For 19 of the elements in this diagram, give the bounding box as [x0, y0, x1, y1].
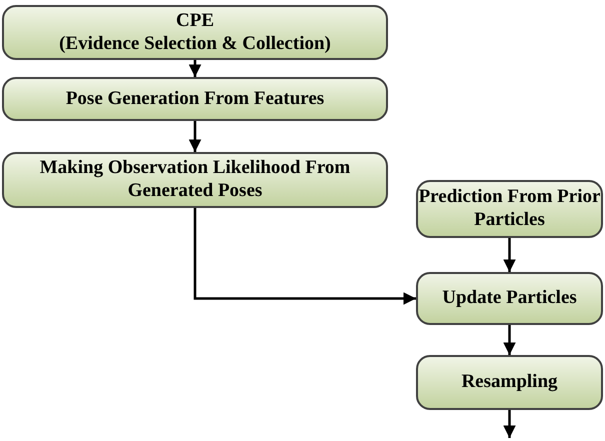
- process-box: [2, 77, 388, 121]
- box-label: Making Observation Likelihood From Generated Poses: [38, 157, 352, 203]
- box-label: CPE: [176, 10, 214, 32]
- arrow: [194, 208, 416, 305]
- process-box: [2, 5, 388, 60]
- arrow: [188, 121, 202, 152]
- arrow: [503, 238, 516, 272]
- box-label: Prediction From Prior Particles: [418, 186, 601, 232]
- arrow: [188, 60, 202, 77]
- process-box: [416, 355, 603, 410]
- box-label: Update Particles: [442, 287, 577, 310]
- box-label: Resampling: [461, 371, 558, 394]
- process-box: [416, 180, 603, 238]
- arrow: [503, 325, 516, 355]
- process-box: [2, 152, 388, 208]
- arrow: [503, 410, 516, 438]
- process-box: [416, 272, 603, 325]
- box-label: (Evidence Selection & Collection): [59, 32, 331, 56]
- box-label: Pose Generation From Features: [66, 88, 324, 110]
